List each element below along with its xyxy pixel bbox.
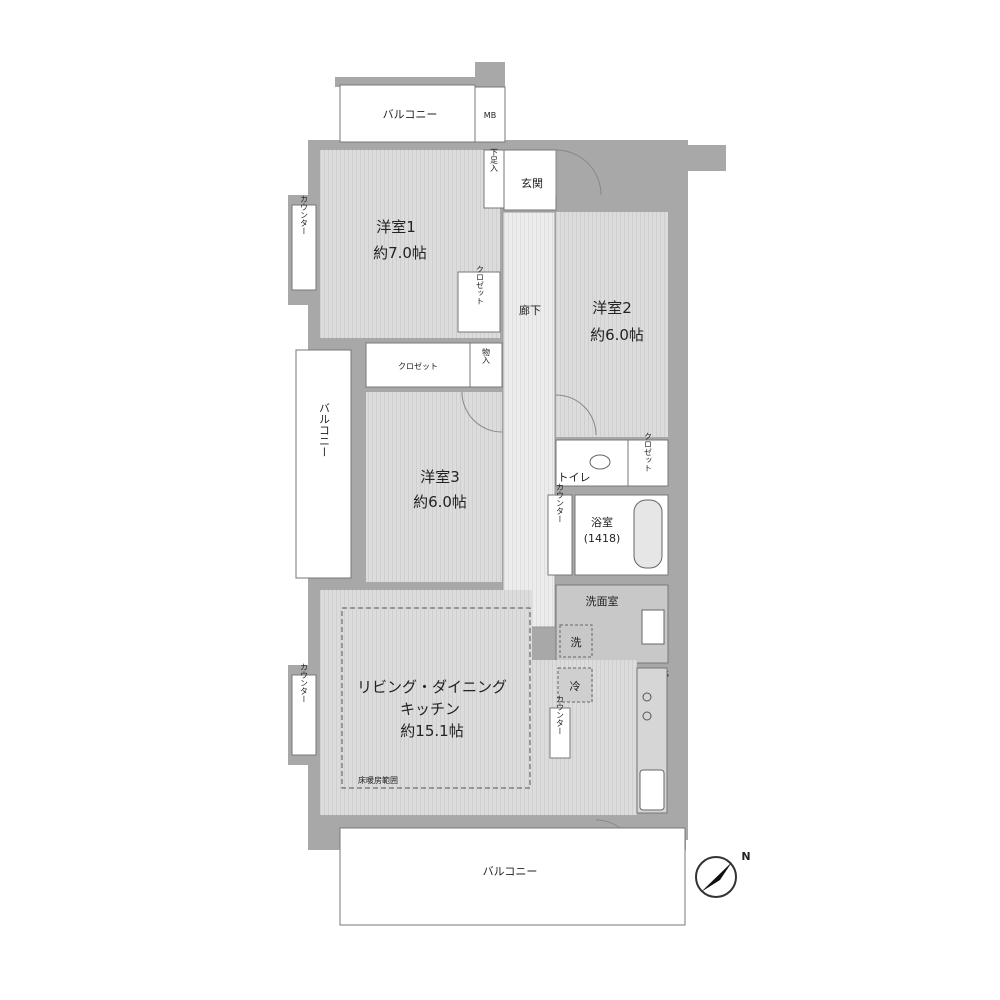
bathroom-model: (1418) xyxy=(584,532,621,545)
ldk-name-line2: キッチン xyxy=(400,700,460,718)
fridge-icon xyxy=(557,667,593,703)
entrance-label: 玄関 xyxy=(521,176,543,190)
bottom-balcony: バルコニー xyxy=(308,827,686,926)
toilet: トイレ クロゼット xyxy=(555,432,669,487)
stove-burner-icon xyxy=(642,711,652,721)
north-arrow: N xyxy=(695,850,751,898)
mb-label: MB xyxy=(484,111,496,120)
western-room-1-name: 洋室1 xyxy=(376,218,416,236)
western-room-1-size: 約7.0帖 xyxy=(373,244,427,262)
washer-icon xyxy=(559,624,593,658)
left-balcony-label: バルコニー xyxy=(318,403,331,458)
bottom-balcony-label: バルコニー xyxy=(483,865,538,878)
north-label: N xyxy=(741,850,750,863)
bathroom-name: 浴室 xyxy=(591,515,613,529)
bathroom: 浴室 (1418) xyxy=(574,494,669,576)
counter-room-1-label: カウンター xyxy=(300,195,309,235)
counter-ldk-label: カウンター xyxy=(300,663,309,703)
ldk-size: 約15.1帖 xyxy=(400,722,463,740)
fridge-label: 冷 xyxy=(570,680,581,693)
closet-room-1-label: クロゼット xyxy=(476,265,485,305)
hallway: 廊下 xyxy=(502,211,556,628)
floor-heating-label: 床暖房範囲 xyxy=(358,775,398,785)
closet-strip: クロゼット 物入 xyxy=(365,342,503,388)
shoe-box-label: 下足入 xyxy=(490,148,499,172)
washroom-label: 洗面室 xyxy=(586,594,619,608)
stove-burner-icon xyxy=(642,692,652,702)
kitchen-sink-icon xyxy=(639,769,665,811)
ldk-name-line1: リビング・ダイニング xyxy=(357,678,507,696)
counter-kitchen-label: カウンター xyxy=(556,695,565,735)
closet-room-1: クロゼット xyxy=(457,265,501,333)
storage-label: 物入 xyxy=(482,347,491,364)
western-room-3-name: 洋室3 xyxy=(420,468,460,486)
compass-icon xyxy=(695,856,737,898)
western-room-1: 洋室1 約7.0帖 xyxy=(320,150,500,338)
meter-box: MB xyxy=(474,86,506,143)
closet-label: クロゼット xyxy=(398,361,438,371)
left-balcony: バルコニー xyxy=(295,349,352,579)
western-room-2-name: 洋室2 xyxy=(592,299,632,317)
bathtub-icon xyxy=(633,499,663,569)
top-balcony-label: バルコニー xyxy=(383,108,438,121)
toilet-label: トイレ xyxy=(558,471,591,484)
top-balcony: バルコニー xyxy=(339,84,476,143)
western-room-2-size: 約6.0帖 xyxy=(590,326,644,344)
western-room-3-size: 約6.0帖 xyxy=(413,493,467,511)
north-arrow-needle-icon xyxy=(701,862,732,892)
entrance-area: 下足入 玄関 xyxy=(483,148,602,211)
counter-room-1: カウンター xyxy=(291,195,317,291)
toilet-icon xyxy=(589,454,611,470)
counter-ldk: カウンター xyxy=(291,663,317,756)
western-room-3: 洋室3 約6.0帖 xyxy=(366,391,503,582)
western-room-2: 洋室2 約6.0帖 xyxy=(555,212,668,437)
sink-icon xyxy=(641,609,665,645)
washroom: 洗面室 洗 PS xyxy=(555,584,669,679)
counter-hall: カウンター xyxy=(547,483,573,576)
living-dining-kitchen: 床暖房範囲 リビング・ダイニング キッチン 約15.1帖 冷 カウンター xyxy=(320,590,668,861)
toilet-closet-label: クロゼット xyxy=(644,432,653,472)
counter-hall-label: カウンター xyxy=(556,483,565,523)
washer-label: 洗 xyxy=(571,636,582,649)
hallway-label: 廊下 xyxy=(519,303,541,317)
